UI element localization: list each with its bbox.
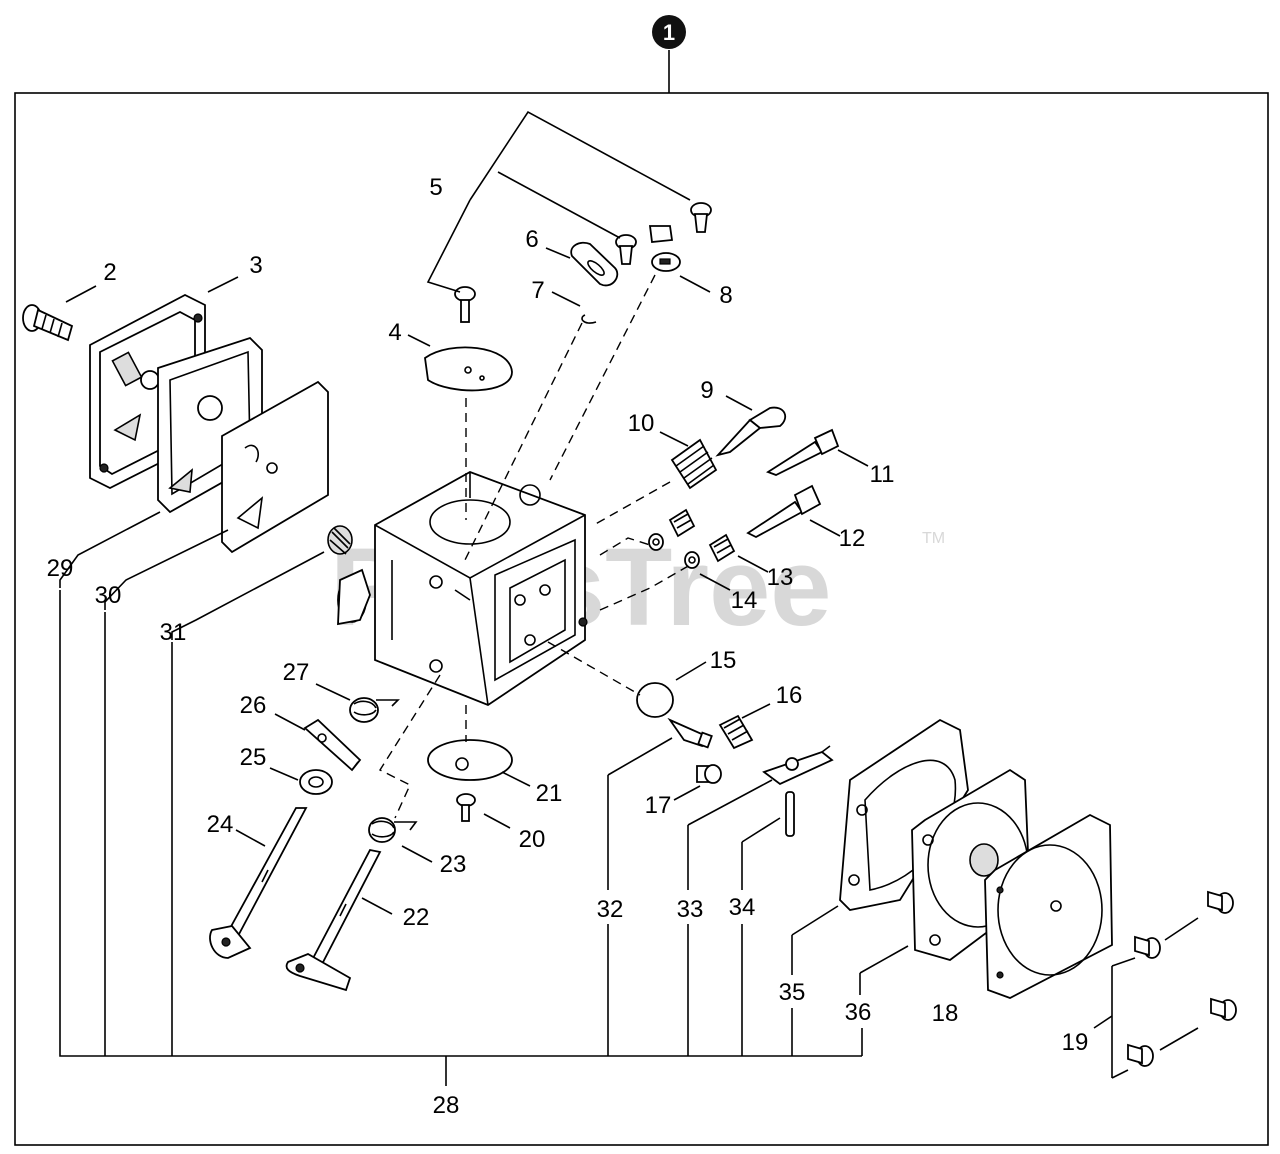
label-27[interactable]: 27 (283, 659, 310, 686)
label-2[interactable]: 2 (103, 259, 116, 286)
label-19[interactable]: 19 (1062, 1029, 1089, 1056)
part-23-spring (368, 817, 418, 843)
part-22-choke-shaft (285, 848, 382, 992)
label-29[interactable]: 29 (47, 555, 74, 582)
label-20[interactable]: 20 (519, 826, 546, 853)
label-31[interactable]: 31 (160, 619, 187, 646)
part-5-screw-b (615, 234, 637, 265)
label-16[interactable]: 16 (776, 682, 803, 709)
part-5-screw-a (454, 286, 476, 323)
part-24-throttle-shaft (209, 807, 308, 959)
label-10[interactable]: 10 (628, 410, 655, 437)
label-5[interactable]: 5 (429, 174, 442, 201)
part-16-spring (718, 714, 754, 750)
label-9[interactable]: 9 (700, 377, 713, 404)
part-14-washer-b (684, 551, 700, 569)
label-24[interactable]: 24 (207, 811, 234, 838)
label-35[interactable]: 35 (779, 979, 806, 1006)
part-19-screw-b (1134, 935, 1161, 959)
part-2-screw (22, 304, 74, 342)
part-4-throttle-valve (424, 346, 513, 392)
label-8[interactable]: 8 (719, 282, 732, 309)
part-17-screw (696, 764, 722, 784)
label-22[interactable]: 22 (403, 904, 430, 931)
label-26[interactable]: 26 (240, 692, 267, 719)
part-10-spring (670, 438, 718, 490)
part-34-lever-pin (785, 791, 795, 837)
label-11[interactable]: 11 (870, 461, 895, 488)
part-31-inlet-screen (327, 525, 353, 555)
watermark-trademark: TM (922, 530, 945, 547)
part-labels: 2 3 4 5 6 7 8 9 10 11 12 13 14 15 16 17 … (47, 174, 1089, 1119)
label-15[interactable]: 15 (710, 647, 737, 674)
label-12[interactable]: 12 (839, 525, 866, 552)
label-7[interactable]: 7 (531, 277, 544, 304)
carburetor-body (337, 471, 588, 707)
part-26-lever (303, 718, 362, 772)
part-14-washer-a (648, 533, 664, 551)
part-12-needle (746, 484, 822, 539)
label-4[interactable]: 4 (388, 319, 401, 346)
part-27-spring (349, 697, 400, 723)
label-21[interactable]: 21 (536, 780, 563, 807)
label-13[interactable]: 13 (767, 564, 794, 591)
part-13-spring-a (668, 508, 696, 538)
label-36[interactable]: 36 (845, 999, 872, 1026)
part-8-choke-lever (648, 225, 681, 272)
leader-lines (59, 110, 1199, 1086)
part-20-screw (456, 793, 476, 822)
part-19-screw-c (1210, 997, 1237, 1021)
label-18[interactable]: 18 (932, 1000, 959, 1027)
label-14[interactable]: 14 (731, 587, 758, 614)
part-15-welch-plug (636, 682, 674, 718)
alignment-lines (378, 274, 691, 819)
label-28[interactable]: 28 (433, 1092, 460, 1119)
part-21-choke-valve (427, 739, 513, 781)
label-32[interactable]: 32 (597, 896, 624, 923)
part-11-needle (765, 428, 840, 476)
label-17[interactable]: 17 (645, 792, 672, 819)
label-23[interactable]: 23 (440, 851, 467, 878)
label-6[interactable]: 6 (525, 226, 538, 253)
part-5-screw-c (690, 202, 712, 233)
part-13-spring-b (708, 533, 736, 563)
diagram-frame (14, 92, 1269, 1146)
part-19-screw-d (1127, 1043, 1154, 1067)
label-3[interactable]: 3 (249, 252, 262, 279)
part-33-metering-lever (762, 745, 834, 786)
label-25[interactable]: 25 (240, 744, 267, 771)
part-7-e-clip (581, 314, 597, 324)
part-19-screw-a (1207, 890, 1234, 914)
assembly-callout[interactable]: 1 (652, 15, 686, 93)
part-32-inlet-needle (667, 717, 713, 749)
part-6-throttle-lever (570, 241, 619, 287)
part-30-pump-diaphragm (221, 380, 329, 554)
part-18-metering-cover (984, 813, 1113, 999)
assembly-callout-number: 1 (663, 20, 675, 45)
label-34[interactable]: 34 (729, 894, 756, 921)
label-33[interactable]: 33 (677, 896, 704, 923)
label-30[interactable]: 30 (95, 582, 122, 609)
part-9-needle (715, 406, 787, 457)
part-25-washer (299, 769, 333, 795)
